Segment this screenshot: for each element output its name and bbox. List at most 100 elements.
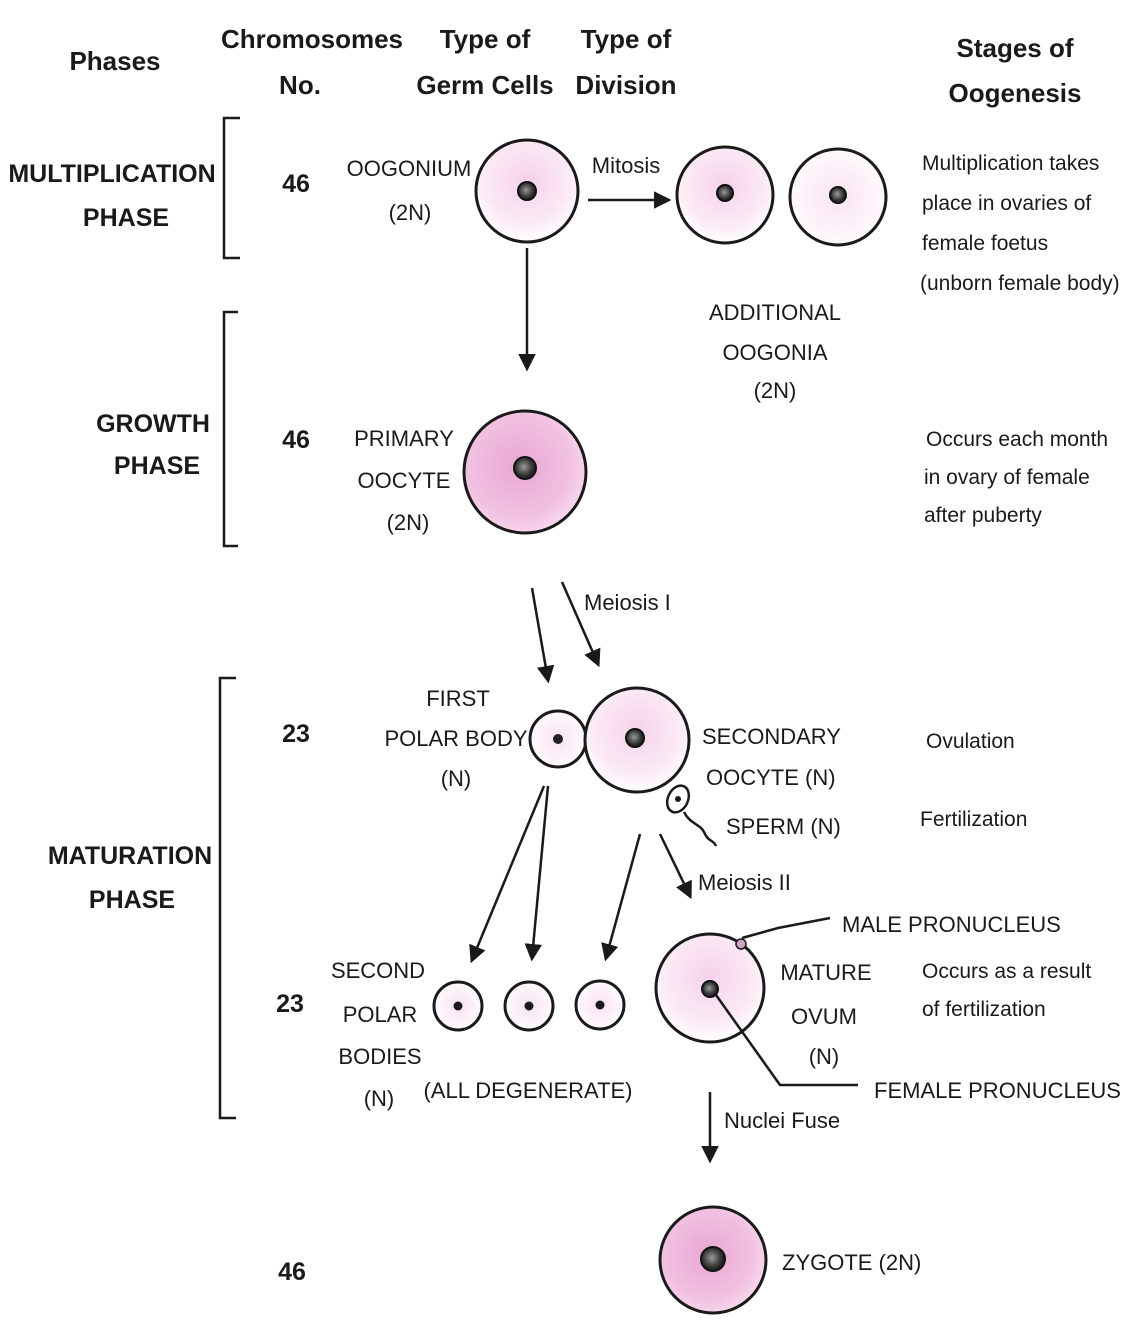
arrow-meiosis1-to-polar-body [530,587,555,684]
chromosome-number-ovum: 23 [276,990,304,1018]
stage-multiplication-line1: Multiplication takes [922,152,1099,175]
oogonium-nucleus [517,181,537,201]
phase-growth-line2: PHASE [114,452,200,480]
label-male-pronucleus: MALE PRONUCLEUS [842,912,1061,937]
phase-growth: GROWTH PHASE [96,310,238,548]
stage-growth-line3: after puberty [924,504,1042,527]
second-polar-body-2 [503,980,555,1032]
female-pronucleus [701,980,719,998]
second-polar-body-1 [432,980,484,1032]
bracket-maturation [218,676,236,1120]
header-phases: Phases [69,46,160,76]
leader-male-pronucleus [741,916,831,940]
stage-growth-line2: in ovary of female [924,466,1090,489]
label-nuclei-fuse: Nuclei Fuse [724,1108,840,1133]
header-germ-cells-line2: Germ Cells [416,70,553,100]
mature-ovum-cell [654,932,766,1044]
phase-multiplication: MULTIPLICATION PHASE [8,116,240,260]
arrow-polar-body-to-second-1 [469,785,546,964]
zygote-nucleus [700,1246,726,1272]
second-polar-body-2-nucleus [524,1001,534,1011]
sperm-nucleus [675,796,681,802]
label-mature-ovum-line1: MATURE [780,960,871,985]
first-polar-body-nucleus [553,734,563,744]
zygote-cell [658,1205,768,1315]
label-first-polar-body-line3: (N) [441,766,472,791]
stage-multiplication-line3: female foetus [922,232,1048,255]
stage-growth-note: Occurs each month in ovary of female aft… [924,428,1108,527]
header-division-line1: Type of [581,24,672,54]
primary-oocyte-nucleus [513,456,537,480]
stage-multiplication-line4: (unborn female body) [920,272,1120,295]
additional-oogonium-2-nucleus [829,186,847,204]
secondary-oocyte-nucleus [625,728,645,748]
oogonium-cell [474,138,580,244]
label-primary-oocyte-line3: (2N) [387,510,430,535]
label-first-polar-body-line1: FIRST [426,686,490,711]
label-second-polar-bodies-line3: BODIES [338,1044,421,1069]
label-second-polar-bodies-line1: SECOND [331,958,425,983]
label-zygote: ZYGOTE (2N) [782,1250,921,1275]
arrow-meiosis1-to-secondary-oocyte [560,581,601,668]
stage-multiplication-line2: place in ovaries of [922,192,1091,215]
bracket-multiplication [222,116,240,260]
chromosome-number-primary-oocyte: 46 [282,426,310,454]
primary-oocyte-cell [462,409,588,535]
second-polar-body-3 [574,979,626,1031]
stage-fertilization-result-line1: Occurs as a result [922,960,1091,983]
label-meiosis-2: Meiosis II [698,870,791,895]
additional-oogonium-cell-1 [675,145,775,245]
label-primary-oocyte-line1: PRIMARY [354,426,454,451]
label-oogonium-line2: (2N) [389,200,432,225]
secondary-oocyte-cell [583,686,691,794]
header-chromosomes-line1: Chromosomes [221,24,403,54]
label-sperm: SPERM (N) [726,814,841,839]
label-primary-oocyte-line2: OOCYTE [358,468,451,493]
second-polar-body-1-nucleus [453,1001,463,1011]
label-secondary-oocyte-line1: SECONDARY [702,724,841,749]
label-first-polar-body-line2: POLAR BODY [384,726,527,751]
stage-ovulation: Ovulation [926,730,1015,753]
label-meiosis-1: Meiosis I [584,590,671,615]
phase-maturation-line1: MATURATION [48,842,212,870]
stage-fertilization-result-line2: of fertilization [922,998,1046,1021]
label-additional-oogonia-line2: OOGONIA [722,340,827,365]
chromosome-number-secondary-oocyte: 23 [282,720,310,748]
chromosome-number-zygote: 46 [278,1258,306,1286]
chromosome-number-oogonium: 46 [282,170,310,198]
additional-oogonium-cell-2 [788,147,888,247]
label-secondary-oocyte-line2: OOCYTE (N) [706,765,836,790]
label-oogonium-line1: OOGONIUM [347,156,472,181]
label-mitosis: Mitosis [592,153,660,178]
additional-oogonium-1-nucleus [716,184,734,202]
header-stages-line2: Oogenesis [949,78,1082,108]
stage-growth-line1: Occurs each month [926,428,1108,451]
male-pronucleus [735,938,747,950]
bracket-growth [222,310,238,548]
label-additional-oogonia-line3: (2N) [754,378,797,403]
header-chromosomes-line2: No. [279,70,321,100]
column-headers: Phases Chromosomes No. Type of Germ Cell… [69,24,1081,108]
label-all-degenerate: (ALL DEGENERATE) [423,1078,632,1103]
label-additional-oogonia-line1: ADDITIONAL [709,300,841,325]
phase-maturation-line2: PHASE [89,886,175,914]
label-mature-ovum-line3: (N) [809,1044,840,1069]
header-division-line2: Division [575,70,676,100]
phase-maturation: MATURATION PHASE [48,676,236,1120]
stage-multiplication-note: Multiplication takes place in ovaries of… [920,152,1120,295]
chromosome-numbers: 46 46 23 23 46 [276,170,310,1286]
arrow-oocyte-to-ovum [658,833,692,900]
second-polar-body-3-nucleus [595,1000,605,1010]
sperm [665,784,718,847]
header-germ-cells-line1: Type of [440,24,531,54]
stage-fertilization: Fertilization [920,808,1027,831]
arrow-oocyte-to-second-3 [601,833,642,962]
label-second-polar-bodies-line4: (N) [364,1086,395,1111]
phase-multiplication-line2: PHASE [83,204,169,232]
leader-female-pronucleus [714,994,858,1087]
sperm-tail [682,811,718,847]
first-polar-body-cell [528,709,588,769]
phase-multiplication-line1: MULTIPLICATION [8,160,215,188]
header-stages-line1: Stages of [956,33,1073,63]
